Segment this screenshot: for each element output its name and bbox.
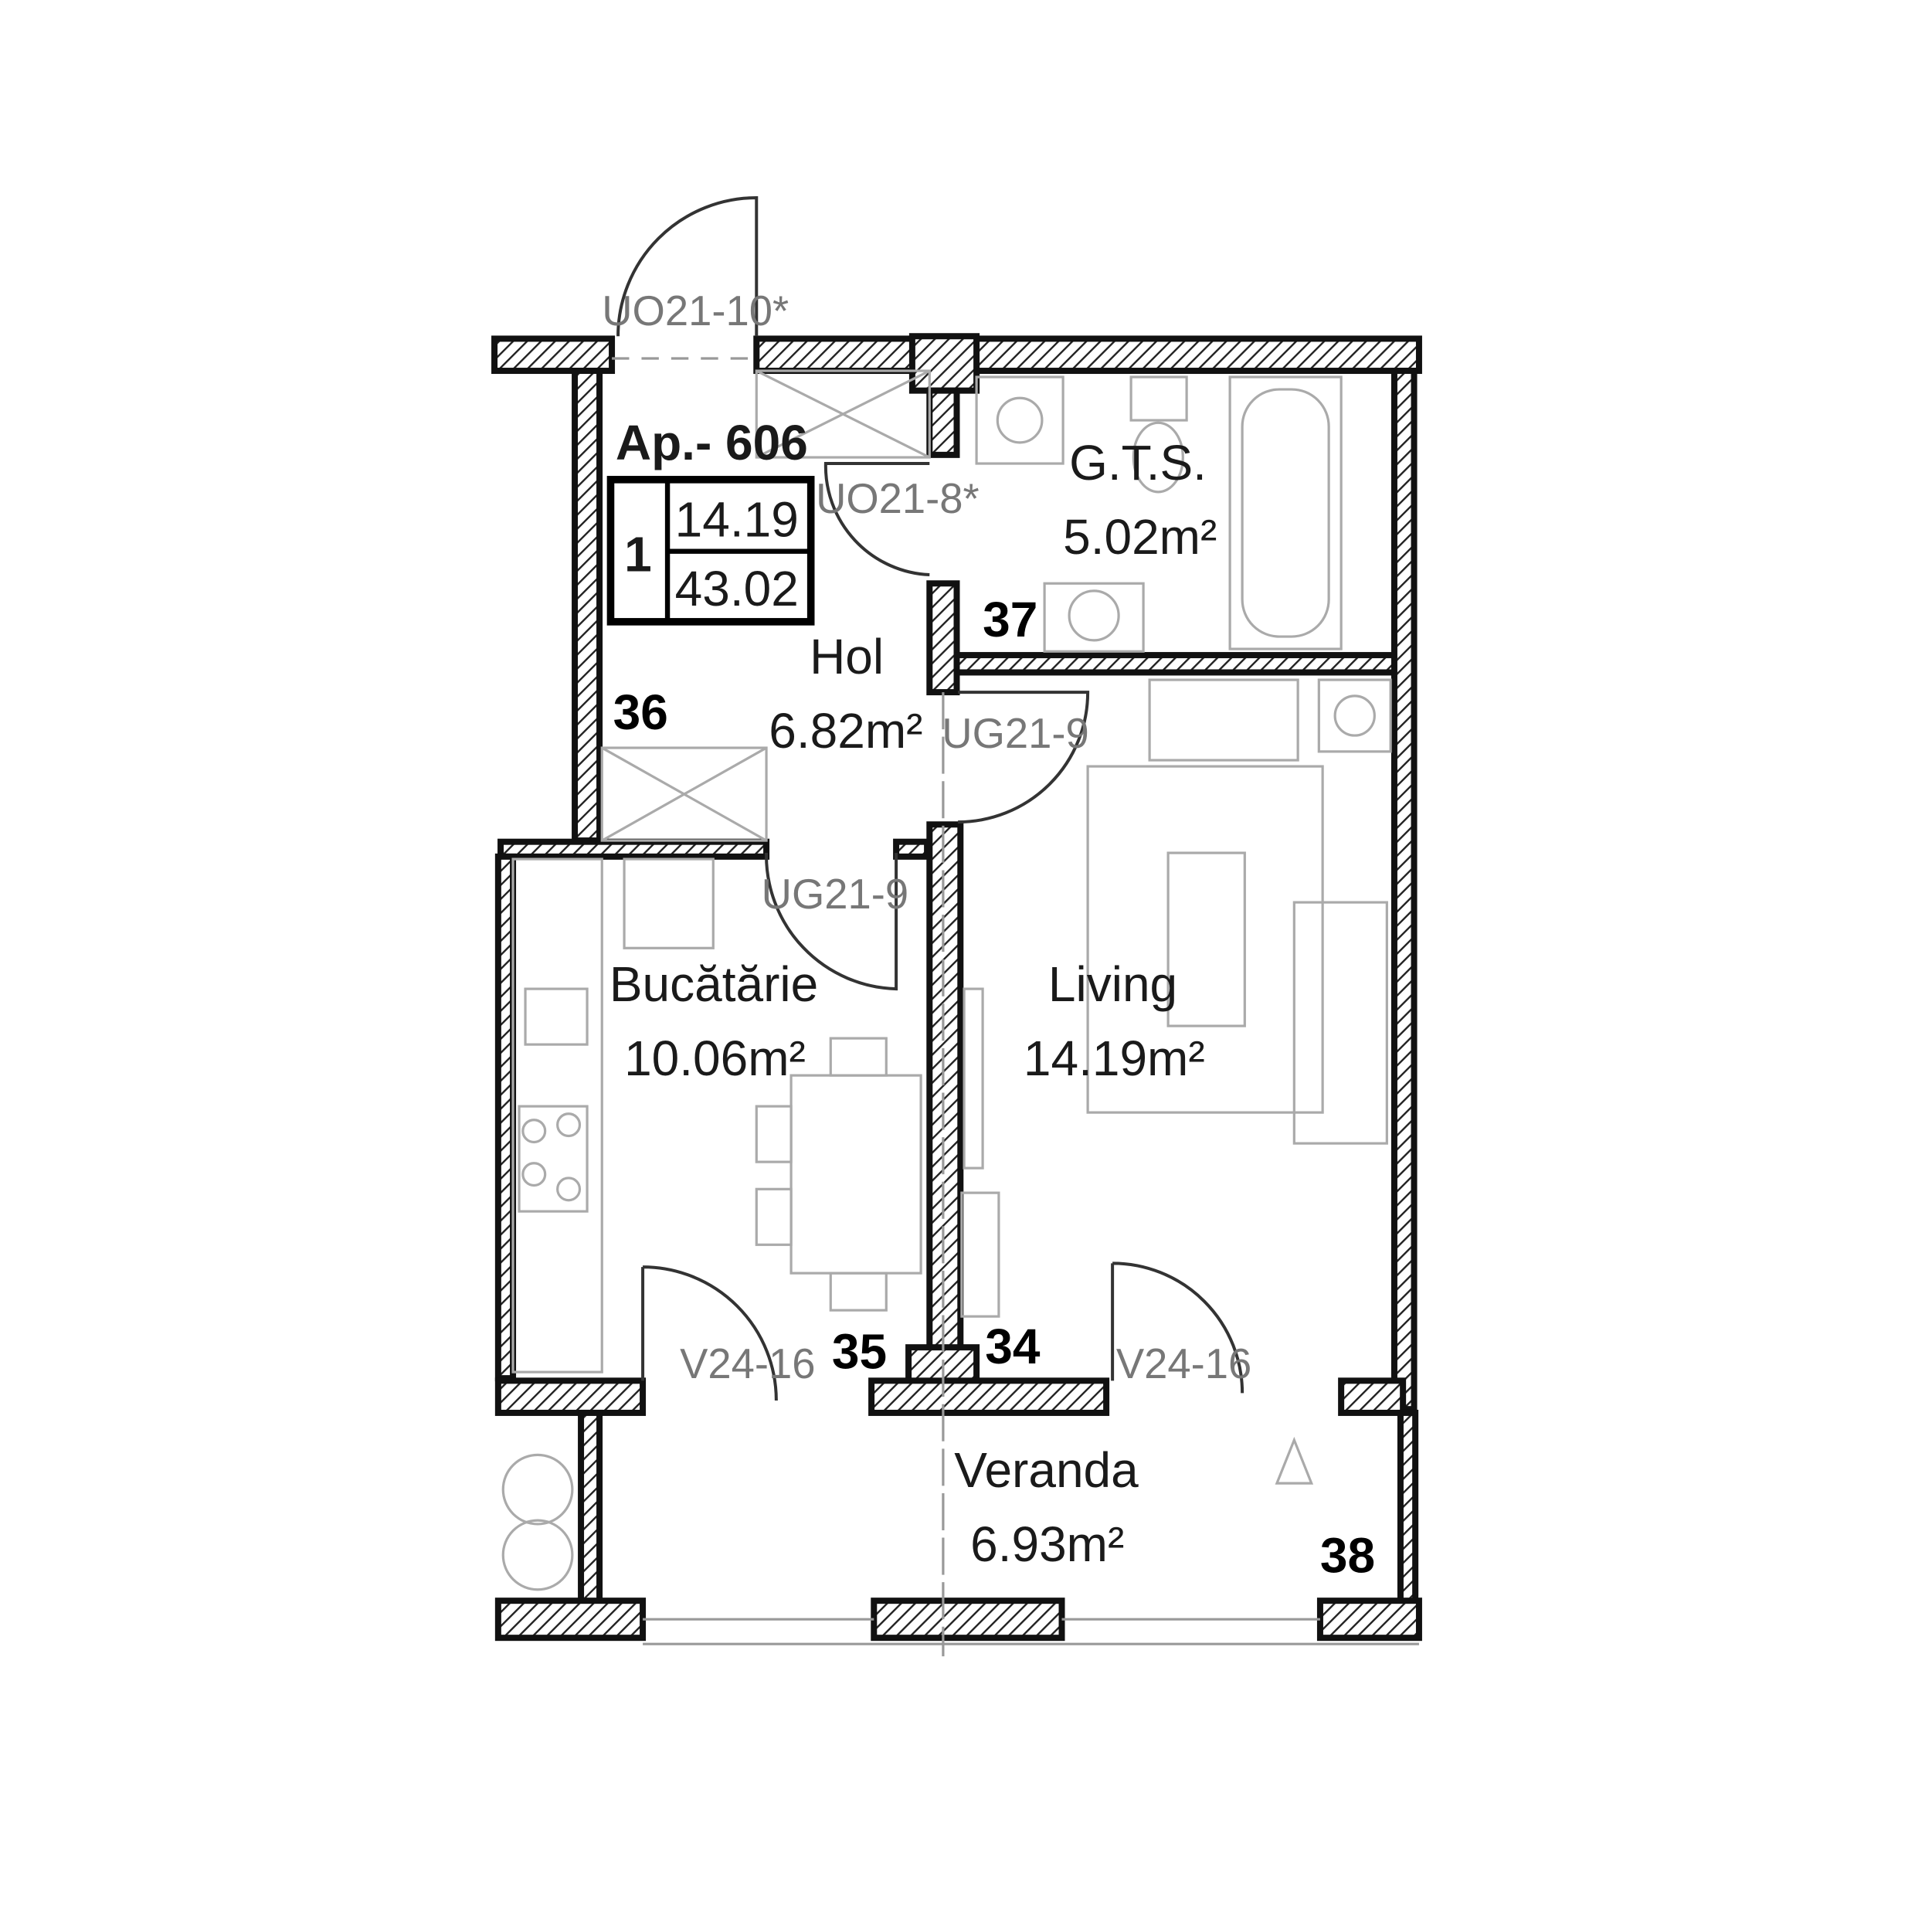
washing-machine	[975, 375, 1064, 465]
sofa	[1292, 901, 1388, 1145]
kitchen-sink	[524, 987, 589, 1046]
marker-35: 35	[832, 1323, 887, 1379]
tv-cabinet	[1148, 678, 1299, 762]
room-name-veranda: Veranda	[954, 1442, 1139, 1498]
room-name-bucatarie: Bucătărie	[609, 956, 818, 1012]
ac-unit	[501, 1453, 574, 1526]
kitchen-counter	[511, 857, 603, 1373]
door-code-kitchen: UG21-9	[762, 871, 908, 918]
rooms-count: 1	[624, 526, 652, 582]
door-code-bath: UO21-8*	[816, 475, 980, 522]
marker-34: 34	[985, 1319, 1041, 1374]
total-area-value: 43.02	[675, 561, 799, 616]
bath-door-swing	[823, 462, 930, 577]
sink	[1043, 582, 1145, 653]
living-area-value: 14.19	[675, 491, 799, 547]
door-code-veranda-living: V24-16	[1116, 1340, 1251, 1387]
entry-door-swing	[616, 196, 759, 337]
door-code-veranda-kitchen: V24-16	[680, 1340, 815, 1387]
toilet	[1129, 375, 1188, 422]
room-area-veranda: 6.93m²	[970, 1516, 1124, 1572]
door-code-entry: UO21-10*	[602, 287, 789, 334]
apartment-label: Ap.- 606	[616, 415, 808, 470]
room-area-bucatarie: 10.06m²	[624, 1031, 806, 1086]
walls	[491, 333, 1422, 1645]
cooktop	[518, 1105, 589, 1213]
boiler	[1317, 678, 1392, 753]
door-code-living: UG21-9	[942, 710, 1088, 757]
veranda-door-left-swing	[641, 1265, 778, 1401]
rug	[1086, 765, 1324, 1114]
furniture	[501, 369, 1392, 1591]
marker-37: 37	[983, 592, 1037, 647]
wardrobe	[600, 746, 768, 842]
marker-38: 38	[1320, 1527, 1375, 1583]
marker-36: 36	[613, 684, 668, 740]
room-area-living: 14.19m²	[1024, 1031, 1205, 1086]
shower-tray	[755, 369, 931, 459]
veranda-door-right-swing	[1111, 1261, 1244, 1394]
doors	[612, 196, 1244, 1657]
room-name-living: Living	[1048, 956, 1177, 1012]
kitchen-door-swing	[765, 853, 898, 991]
room-area-gts: 5.02m²	[1063, 509, 1217, 565]
room-area-hol: 6.82m²	[769, 703, 922, 759]
room-name-hol: Hol	[810, 629, 884, 684]
coffee-table	[1166, 851, 1246, 1027]
dining-table	[789, 1074, 922, 1275]
bathtub	[1228, 375, 1343, 650]
living-door-swing	[958, 691, 1090, 824]
room-name-gts: G.T.S.	[1069, 435, 1207, 491]
